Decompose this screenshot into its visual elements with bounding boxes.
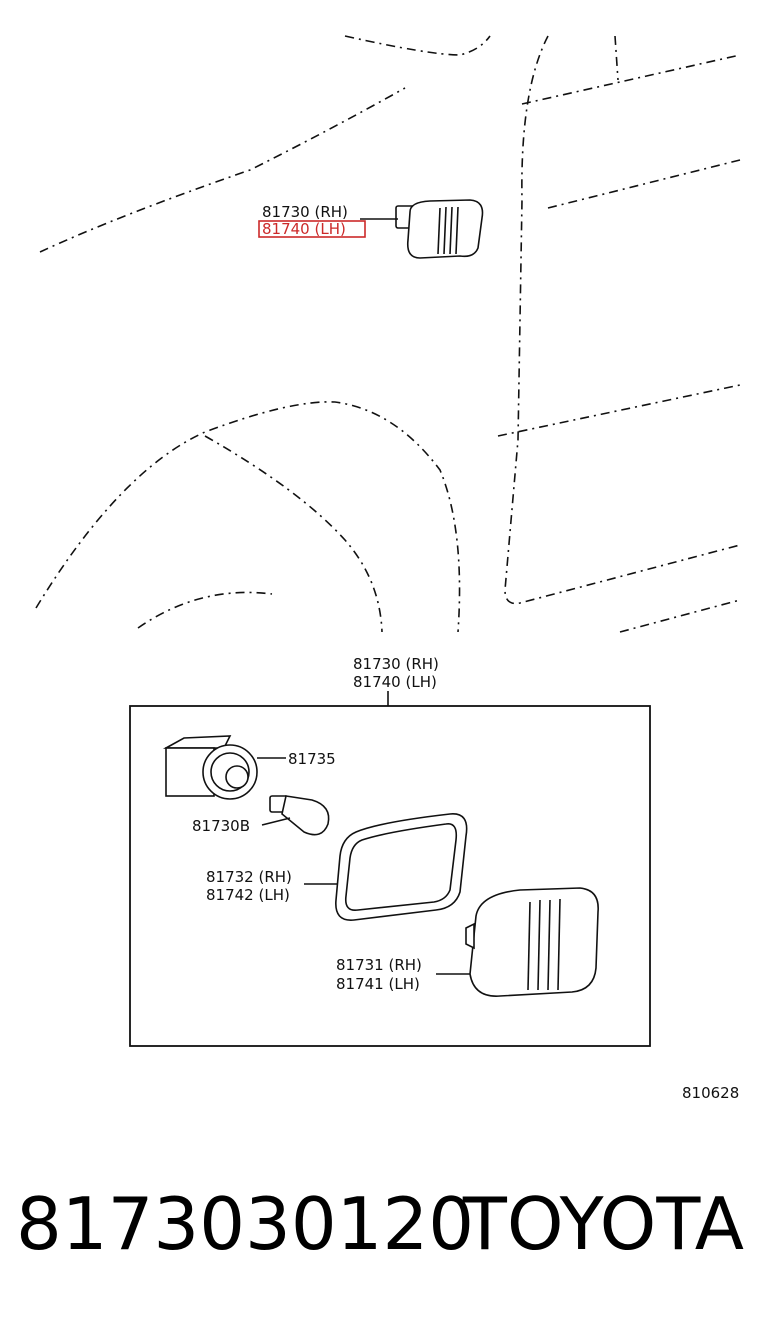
box-label-rh: 81730 (RH) <box>353 655 439 673</box>
parts-diagram: 81730 (RH) 81740 (LH) 81730 (RH) 81740 (… <box>35 35 741 1102</box>
lens-label-lh: 81741 (LH) <box>336 975 420 993</box>
gasket-part <box>335 813 468 921</box>
brand-name: TOYOTA <box>462 1182 744 1266</box>
lens-label-rh: 81731 (RH) <box>336 956 422 974</box>
gasket-label-rh: 81732 (RH) <box>206 868 292 886</box>
top-label-rh: 81730 (RH) <box>262 203 348 221</box>
diagram-code: 810628 <box>682 1084 739 1102</box>
gasket-label-lh: 81742 (LH) <box>206 886 290 904</box>
side-marker-lamp-small <box>395 199 484 259</box>
top-label-lh: 81740 (LH) <box>262 220 346 238</box>
car-body-outline <box>35 35 741 633</box>
bulb-part <box>269 795 330 836</box>
socket-label: 81735 <box>288 750 336 768</box>
highlight-box <box>258 220 366 238</box>
lens-part <box>465 887 599 997</box>
exploded-view-frame <box>129 705 651 1047</box>
box-label-lh: 81740 (LH) <box>353 673 437 691</box>
bulb-leader <box>261 817 291 826</box>
bulb-label: 81730B <box>192 817 250 835</box>
part-number: 8173030120 <box>16 1182 475 1266</box>
socket-part <box>162 735 258 800</box>
